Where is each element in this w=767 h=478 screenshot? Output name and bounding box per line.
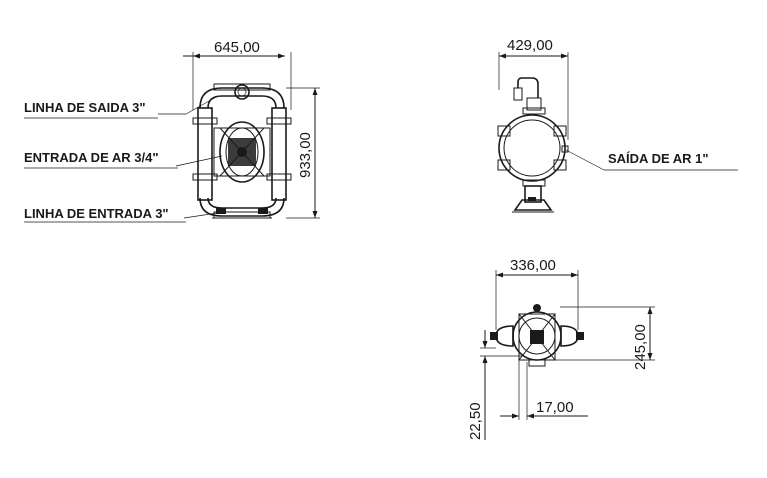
dim-front-width: 645,00 <box>183 39 292 110</box>
dim-side-width-label: 429,00 <box>507 37 553 54</box>
dim-top-offset-y-label: 22,50 <box>467 402 484 440</box>
callout-inlet-label: LINHA DE ENTRADA 3" <box>24 206 169 221</box>
callout-air-inlet: ENTRADA DE AR 3/4" <box>24 150 223 169</box>
dim-top-width-label: 336,00 <box>510 257 556 274</box>
dim-front-height-label: 933,00 <box>297 132 314 178</box>
callout-outlet-label: LINHA DE SAIDA 3" <box>24 100 146 115</box>
dim-side-width: 429,00 <box>498 37 569 140</box>
callout-outlet: LINHA DE SAIDA 3" <box>24 95 219 119</box>
front-view <box>192 83 292 219</box>
dim-top-width: 336,00 <box>495 257 579 330</box>
dim-front-height: 933,00 <box>286 87 320 219</box>
callout-inlet: LINHA DE ENTRADA 3" <box>24 206 225 223</box>
top-view <box>490 304 584 367</box>
side-view <box>497 77 569 213</box>
dim-top-offset-x: 17,00 <box>500 360 588 420</box>
dim-top-offset-x-label: 17,00 <box>536 399 574 416</box>
dim-top-height: 245,00 <box>546 306 655 370</box>
dim-front-width-label: 645,00 <box>214 39 260 56</box>
dim-top-height-label: 245,00 <box>632 324 649 370</box>
dim-top-offset-y: 22,50 <box>467 330 522 440</box>
callout-air-outlet: SAÍDA DE AR 1" <box>565 149 738 171</box>
callout-air-outlet-label: SAÍDA DE AR 1" <box>608 151 709 166</box>
callout-air-inlet-label: ENTRADA DE AR 3/4" <box>24 150 159 165</box>
